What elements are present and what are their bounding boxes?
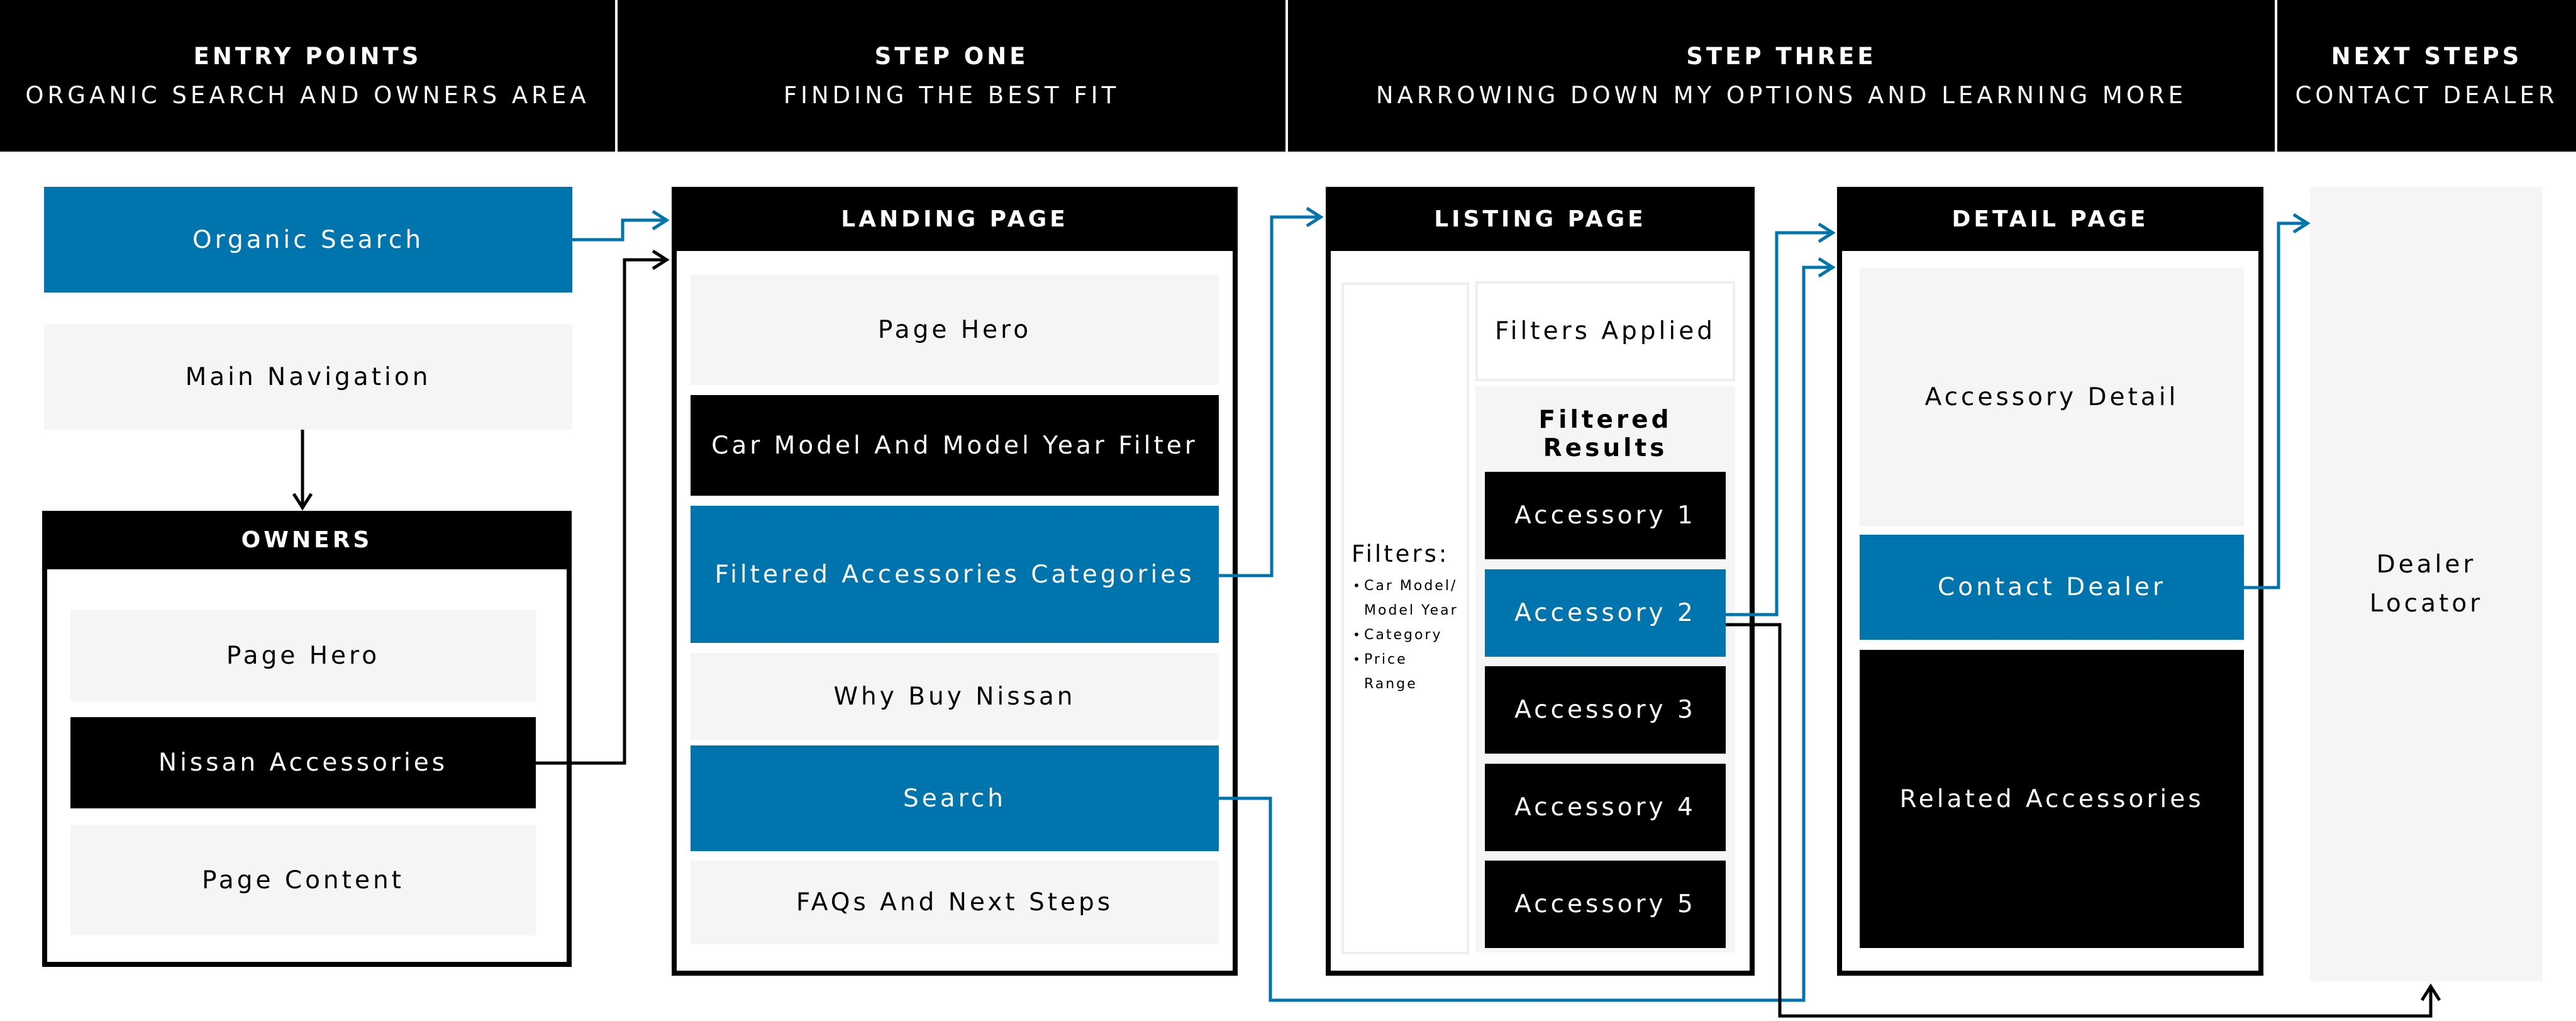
listing-page-title: LISTING PAGE	[1326, 187, 1755, 251]
landing-page-hero: Page Hero	[691, 275, 1219, 385]
column-header-step-three: STEP THREE NARROWING DOWN MY OPTIONS AND…	[1288, 0, 2275, 152]
arrowhead	[652, 249, 670, 271]
connector-search-to-detail	[1219, 265, 1831, 1002]
landing-search: Search	[691, 745, 1219, 851]
column-title: NEXT STEPS	[2331, 42, 2523, 70]
filter-list: Car Model/ Model Year Category Price Ran…	[1352, 574, 1467, 696]
arrowhead	[292, 493, 313, 511]
accessory-1: Accessory 1	[1485, 472, 1726, 559]
connector-accessory2-to-detail	[1726, 231, 1831, 617]
owners-page-content: Page Content	[70, 825, 536, 935]
connector-organic-to-landing	[572, 218, 665, 242]
connector-contact-to-dealer	[2244, 221, 2306, 589]
column-subtitle: CONTACT DEALER	[2295, 81, 2558, 109]
dealer-locator-line2: Locator	[2369, 589, 2484, 618]
landing-page-title: LANDING PAGE	[672, 187, 1238, 251]
dealer-locator: Dealer Locator	[2310, 187, 2543, 981]
organic-search-box: Organic Search	[44, 187, 572, 293]
column-subtitle: FINDING THE BEST FIT	[783, 81, 1120, 109]
related-accessories: Related Accessories	[1860, 650, 2244, 948]
column-header-entry-points: ENTRY POINTS ORGANIC SEARCH AND OWNERS A…	[0, 0, 615, 152]
accessory-2: Accessory 2	[1485, 569, 1726, 657]
owners-page-hero: Page Hero	[70, 610, 536, 701]
main-navigation-box: Main Navigation	[44, 325, 572, 430]
arrowhead	[1818, 257, 1836, 278]
arrowhead	[652, 209, 670, 231]
accessory-3: Accessory 3	[1485, 666, 1726, 754]
accessory-4: Accessory 4	[1485, 764, 1726, 851]
owners-title: OWNERS	[42, 511, 572, 569]
contact-dealer: Contact Dealer	[1860, 535, 2244, 640]
accessory-detail: Accessory Detail	[1860, 267, 2244, 527]
column-header-next-steps: NEXT STEPS CONTACT DEALER	[2277, 0, 2576, 152]
filters-sidebar: Filters: Car Model/ Model Year Category …	[1341, 282, 1469, 954]
column-title: ENTRY POINTS	[193, 42, 422, 70]
column-header-step-one: STEP ONE FINDING THE BEST FIT	[618, 0, 1285, 152]
filter-item-category: Category	[1352, 623, 1467, 647]
accessory-5: Accessory 5	[1485, 861, 1726, 948]
detail-page-title: DETAIL PAGE	[1837, 187, 2263, 251]
arrowhead	[1818, 222, 1836, 243]
arrowhead	[2292, 213, 2311, 234]
connector-accessory2-to-dealer	[1726, 623, 2433, 1018]
filter-item-model-year: Car Model/ Model Year	[1352, 574, 1467, 623]
filters-label: Filters:	[1352, 540, 1450, 567]
column-subtitle: NARROWING DOWN MY OPTIONS AND LEARNING M…	[1375, 81, 2187, 109]
filtered-results-label: Filtered Results	[1538, 406, 1672, 462]
connector-accessories-to-landing	[536, 258, 665, 765]
column-subtitle: ORGANIC SEARCH AND OWNERS AREA	[25, 81, 590, 109]
arrowhead	[2420, 983, 2441, 1001]
dealer-locator-line1: Dealer	[2376, 550, 2477, 579]
landing-why-buy-nissan: Why Buy Nissan	[691, 653, 1219, 740]
filters-applied: Filters Applied	[1475, 281, 1735, 381]
connector-categories-to-listing	[1219, 215, 1319, 577]
filter-item-price-range: Price Range	[1352, 647, 1467, 696]
landing-model-year-filter: Car Model And Model Year Filter	[691, 395, 1219, 496]
owners-nissan-accessories: Nissan Accessories	[70, 717, 536, 808]
column-title: STEP THREE	[1686, 42, 1877, 70]
landing-filtered-categories: Filtered Accessories Categories	[691, 506, 1219, 643]
column-title: STEP ONE	[874, 42, 1029, 70]
arrowhead	[1306, 206, 1324, 228]
landing-faqs-next-steps: FAQs And Next Steps	[691, 861, 1219, 944]
